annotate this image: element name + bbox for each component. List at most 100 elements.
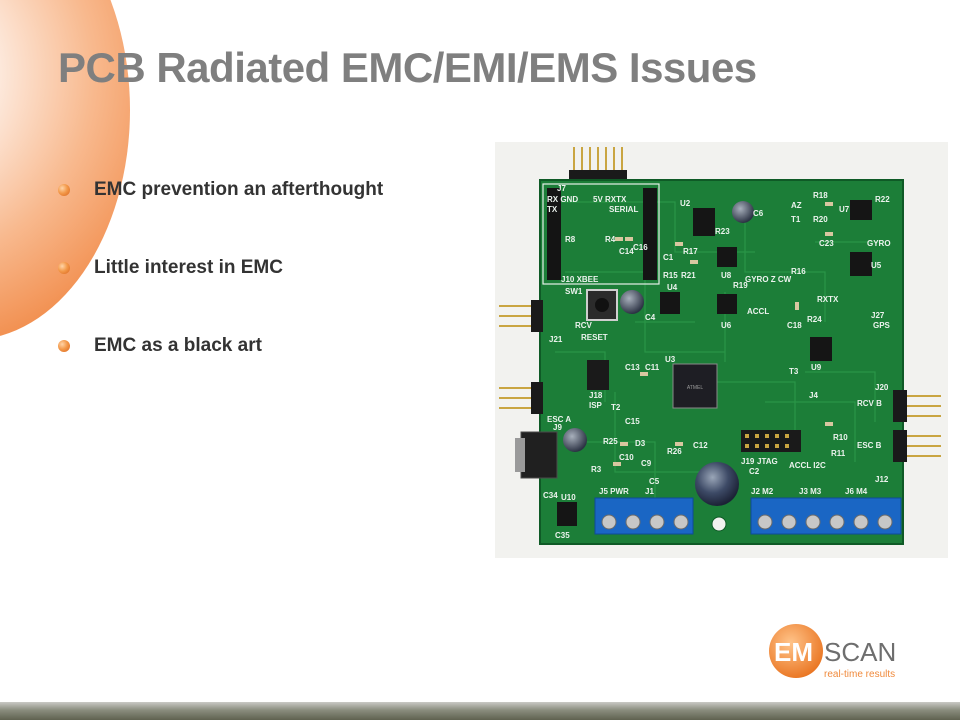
bullet-list: EMC prevention an afterthought Little in…: [58, 175, 383, 409]
pcb-label: R22: [875, 195, 890, 204]
pcb-label: AZ: [791, 201, 802, 210]
bullet-dot-icon: [58, 340, 70, 352]
pcb-label: TX: [547, 205, 558, 214]
pcb-label: C12: [693, 441, 708, 450]
pcb-label: C15: [625, 417, 640, 426]
ic-u10: [557, 502, 577, 526]
pcb-label: R26: [667, 447, 682, 456]
ic-u8: [717, 294, 737, 314]
pcb-label: GYRO Z CW: [745, 275, 792, 284]
smd-components: [613, 202, 833, 466]
pcb-label: GYRO: [867, 239, 891, 248]
logo-em-text: EM: [774, 637, 813, 667]
slide-title: PCB Radiated EMC/EMI/EMS Issues: [58, 44, 757, 91]
pcb-label: R15: [663, 271, 678, 280]
pcb-label: D3: [635, 439, 646, 448]
pcb-label: C1: [663, 253, 674, 262]
pcb-label: RCV: [575, 321, 593, 330]
dc-power-jack: [520, 431, 558, 479]
pcb-label: R17: [683, 247, 698, 256]
pcb-label: J18: [589, 391, 603, 400]
dc-jack-metal: [515, 438, 525, 472]
pcb-label: C14: [619, 247, 634, 256]
pcb-label: RX GND: [547, 195, 578, 204]
pcb-label: C18: [787, 321, 802, 330]
ic-u8-top: [717, 247, 737, 267]
pcb-label: J10 XBEE: [561, 275, 599, 284]
header-block-right-bottom: [893, 430, 907, 462]
pcb-label: U4: [667, 283, 678, 292]
pcb-label: U6: [721, 321, 732, 330]
side-pins-left: [499, 305, 533, 409]
pcb-label: T3: [789, 367, 799, 376]
bullet-dot-icon: [58, 262, 70, 274]
bullet-item: EMC prevention an afterthought: [58, 175, 383, 205]
pcb-label: J19: [741, 457, 755, 466]
pcb-label: C10: [619, 453, 634, 462]
pcb-label: R21: [681, 271, 696, 280]
ic-u4: [660, 292, 680, 314]
bullet-item: Little interest in EMC: [58, 253, 383, 283]
pcb-label: J12: [875, 475, 889, 484]
xbee-outline: [542, 183, 660, 285]
pcb-label: R16: [791, 267, 806, 276]
pcb-label: J9: [553, 423, 562, 432]
xbee-socket-right: [643, 188, 657, 280]
logo-tagline: real-time results: [824, 669, 895, 680]
pcb-label: U3: [665, 355, 676, 364]
pcb-label: C2: [749, 467, 760, 476]
pcb-label: ESC A: [547, 415, 571, 424]
pcb-label: R8: [565, 235, 576, 244]
pcb-label: U8: [721, 271, 732, 280]
isp-header: [587, 360, 609, 390]
bottom-bar: [0, 702, 960, 720]
pcb-label: C5: [649, 477, 660, 486]
emscan-logo: EM SCAN real-time results: [769, 624, 896, 680]
pcb-label: C23: [819, 239, 834, 248]
pcb-label: ACCL: [747, 307, 769, 316]
pcb-label: J4: [809, 391, 818, 400]
pcb-label: J5 PWR: [599, 487, 629, 496]
pcb-label: U10: [561, 493, 576, 502]
pcb-label: RXTX: [817, 295, 839, 304]
pcb-label: RCV B: [857, 399, 882, 408]
terminal-block-left: [594, 497, 694, 535]
pcb-label: SW1: [565, 287, 583, 296]
pcb-label: J2 M2: [751, 487, 774, 496]
jtag-header: [741, 430, 801, 452]
pcb-label: R11: [831, 449, 846, 458]
pcb-label: J27: [871, 311, 885, 320]
pcb-label: U5: [871, 261, 882, 270]
ic-u2: [693, 208, 715, 236]
bullet-text: EMC as a black art: [94, 335, 262, 356]
logo-scan-text: SCAN: [824, 637, 896, 667]
ic-u5: [850, 252, 872, 276]
pcb-label: U7: [839, 205, 850, 214]
pcb-label: C4: [645, 313, 656, 322]
pcb-label: ISP: [589, 401, 603, 410]
logo-circle-icon: [769, 624, 823, 678]
header-pins-top: [573, 147, 623, 172]
pcb-label: ESC B: [857, 441, 882, 450]
reset-button-cap: [595, 298, 609, 312]
pcb-label: T2: [611, 403, 621, 412]
pcb-label: R23: [715, 227, 730, 236]
capacitor-large: [695, 462, 739, 506]
pcb-label: C35: [555, 531, 570, 540]
pcb-label: GPS: [873, 321, 891, 330]
header-block-right-top: [893, 390, 907, 422]
pcb-label: R4: [605, 235, 616, 244]
pcb-label: R18: [813, 191, 828, 200]
pcb-label: C34: [543, 491, 558, 500]
pcb-label: R20: [813, 215, 828, 224]
pcb-label: U2: [680, 199, 691, 208]
bullet-text: EMC prevention an afterthought: [94, 179, 384, 200]
capacitor-j9: [563, 428, 587, 452]
pcb-label: ACCL I2C: [789, 461, 826, 470]
pcb-label: J21: [549, 335, 563, 344]
ic-u9: [810, 337, 832, 361]
capacitor-c6: [732, 201, 754, 223]
pcb-label: RESET: [581, 333, 608, 342]
pcb-label: C11: [645, 363, 660, 372]
